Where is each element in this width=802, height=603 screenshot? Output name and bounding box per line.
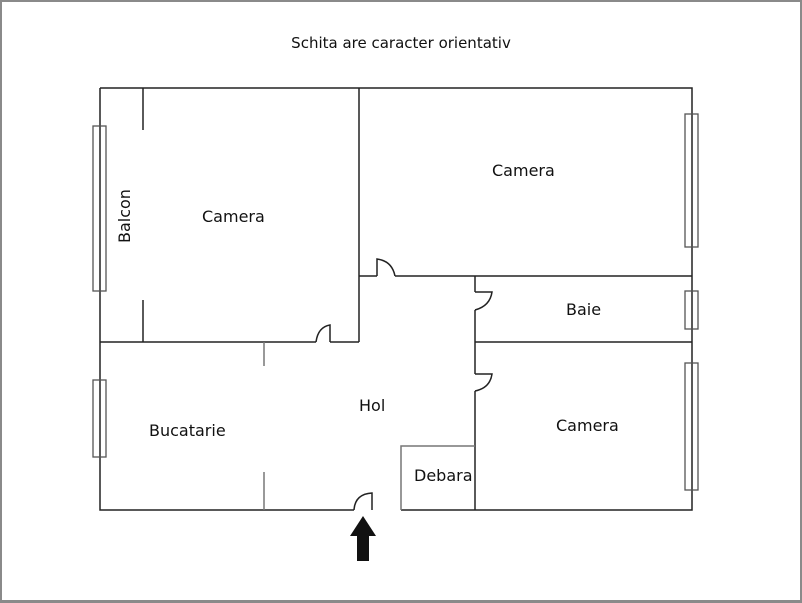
- door-camera-2: [376, 258, 396, 277]
- door-camera-3: [474, 373, 493, 392]
- room-label-debara: Debara: [414, 466, 473, 485]
- room-label-baie: Baie: [566, 300, 602, 319]
- room-label-balcon: Balcon: [115, 189, 134, 243]
- outer-wall-left: [99, 88, 354, 511]
- entrance-door: [353, 492, 373, 511]
- room-label-camera-2: Camera: [492, 161, 555, 180]
- room-label-camera-3: Camera: [556, 416, 619, 435]
- outer-wall: [100, 87, 693, 511]
- door-camera-1: [315, 324, 331, 343]
- door-baie: [474, 291, 493, 311]
- room-label-camera-1: Camera: [202, 207, 265, 226]
- room-label-bucatarie: Bucatarie: [149, 421, 226, 440]
- sketch-disclaimer: Schita are caracter orientativ: [291, 34, 511, 52]
- room-label-hol: Hol: [359, 396, 386, 415]
- windows: [92, 113, 699, 491]
- entrance-arrow-icon: [350, 516, 376, 561]
